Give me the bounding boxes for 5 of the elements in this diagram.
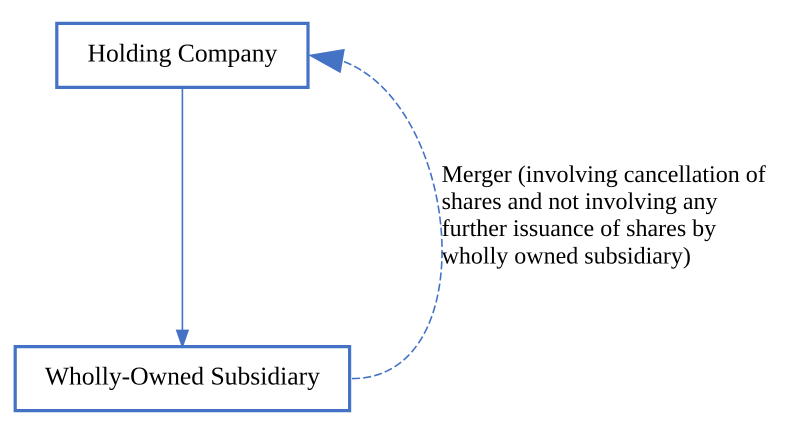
arrow	[176, 88, 190, 349]
node-box: Holding Company	[55, 22, 310, 89]
edge-label: Merger (involving cancellation of shares and not involving any further issuance of shares by wholly owned subsidiary)	[442, 162, 766, 270]
node-box: Wholly-Owned Subsidiary	[14, 345, 352, 412]
arrow	[308, 48, 442, 380]
